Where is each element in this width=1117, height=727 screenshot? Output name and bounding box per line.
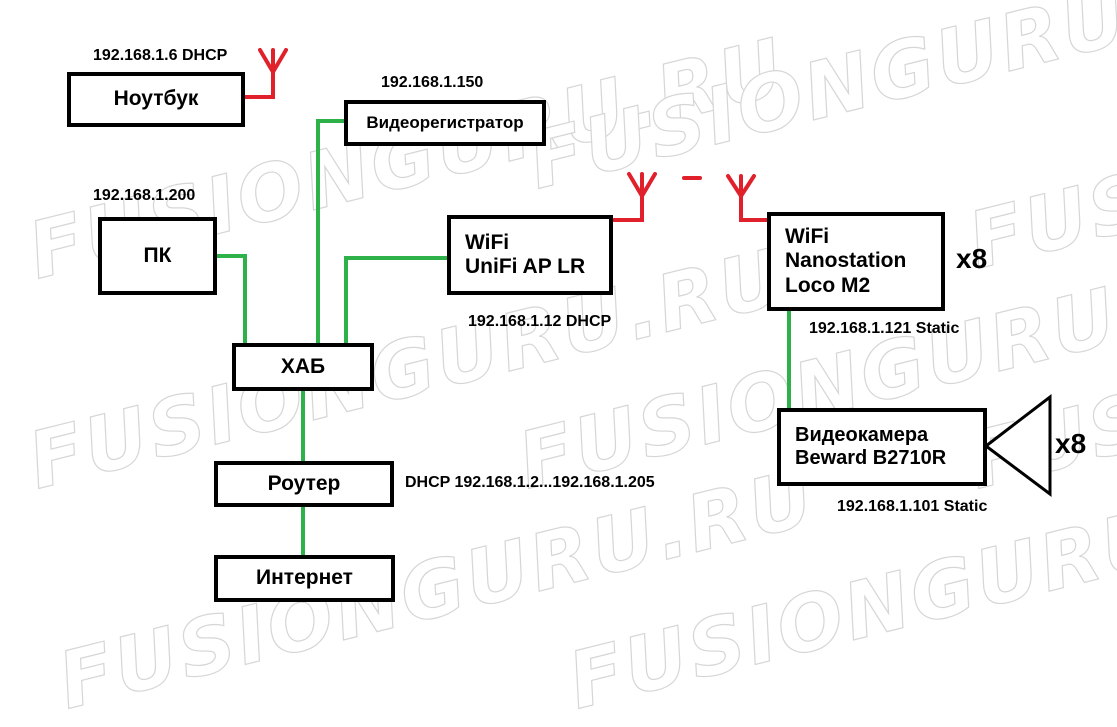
antenna-icon xyxy=(612,172,657,222)
link-pc-hub xyxy=(216,254,247,345)
dvr-ip-label: 192.168.1.150 xyxy=(381,74,484,91)
antenna-icon xyxy=(726,174,770,222)
wifi-ap-node: WiFi UniFi AP LR xyxy=(447,215,613,295)
router-node: Роутер xyxy=(214,461,394,507)
nanostation-node: WiFi Nanostation Loco M2 xyxy=(767,212,945,311)
laptop-ip-label: 192.168.1.6 DHCP xyxy=(93,47,228,64)
internet-node: Интернет xyxy=(214,555,395,602)
link-dvr-hub xyxy=(316,119,345,345)
hub-node: ХАБ xyxy=(232,343,374,391)
camera-multiplier: x8 xyxy=(1055,428,1087,459)
camera-ip-label: 192.168.1.101 Static xyxy=(837,498,988,515)
link-ap-hub xyxy=(344,256,448,345)
nanostation-multiplier: x8 xyxy=(956,243,988,274)
ap-ip-label: 192.168.1.12 DHCP xyxy=(468,313,612,330)
pc-ip-label: 192.168.1.200 xyxy=(93,187,196,204)
camera-node: Видеокамера Beward B2710R xyxy=(777,408,987,486)
camera-view-cone xyxy=(985,393,1052,497)
pc-node: ПК xyxy=(98,217,217,295)
nanostation-ip-label: 192.168.1.121 Static xyxy=(809,320,960,337)
dvr-node: Видеорегистратор xyxy=(344,100,546,146)
router-dhcp-label: DHCP 192.168.1.2...192.168.1.205 xyxy=(405,474,655,491)
laptop-node: Ноутбук xyxy=(67,72,245,127)
antenna-icon xyxy=(242,48,288,99)
